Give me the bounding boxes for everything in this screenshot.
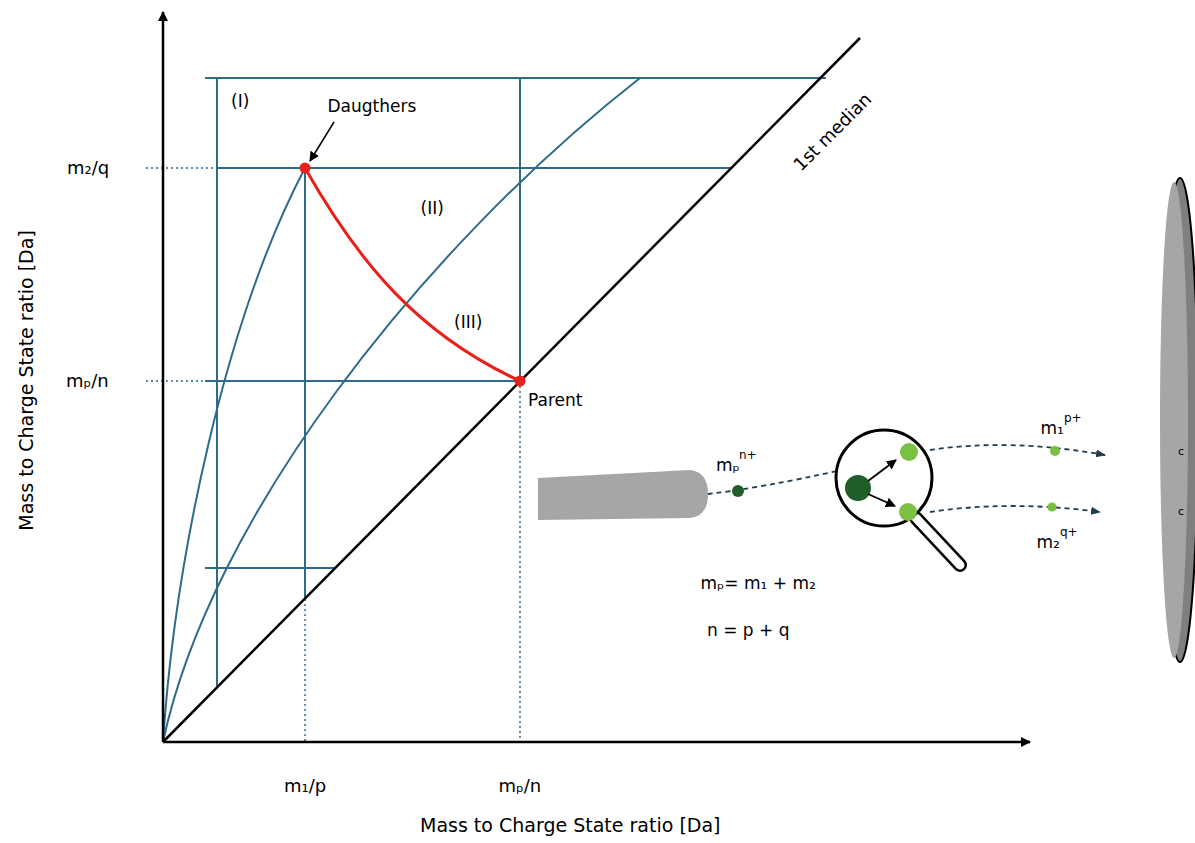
- pointer-arrow: [310, 122, 334, 161]
- y-axis: [162, 12, 165, 742]
- parent-ion: [845, 475, 871, 501]
- ion-label: mₚ: [713, 455, 743, 476]
- region-label: (I): [228, 91, 252, 112]
- ion-label: m₂: [1034, 532, 1063, 553]
- ion-label: m₁: [1038, 418, 1067, 439]
- point-label: Daugthers: [325, 96, 420, 117]
- magnifier-lens: [836, 430, 932, 526]
- point-label: Parent: [525, 390, 585, 411]
- daughter-point: [300, 163, 311, 174]
- equation: mₚ= m₁ + m₂: [698, 573, 819, 594]
- axis-title: Mass to Charge State ratio [Da]: [15, 227, 38, 533]
- magnifier-handle: [916, 518, 960, 565]
- tick-label: mₚ/n: [496, 775, 545, 797]
- parent-ion: [732, 485, 744, 497]
- median-line: [163, 38, 860, 742]
- decay-curve: [305, 168, 520, 381]
- tick-label: m₂/q: [64, 157, 112, 179]
- ion-charge: p+: [1061, 411, 1085, 426]
- guide-lines: [146, 168, 520, 742]
- split-arrow: [868, 460, 896, 481]
- split-arrow: [868, 494, 895, 506]
- ion-charge: n+: [736, 448, 760, 463]
- specimen-tip: [538, 470, 708, 520]
- axis-title: Mass to Charge State ratio [Da]: [417, 814, 723, 837]
- daughter-ion: [900, 443, 918, 461]
- detector-mark: c: [1175, 445, 1187, 459]
- parent-point: [515, 376, 526, 387]
- detector-face: [1160, 182, 1188, 658]
- tick-label: mₚ/n: [63, 370, 112, 392]
- daughter-ion: [899, 503, 917, 521]
- equation: n = p + q: [704, 620, 792, 641]
- region-label: (III): [451, 312, 485, 333]
- region-label: (II): [418, 198, 447, 219]
- daughter-ion: [1050, 446, 1060, 456]
- detector-mark: c: [1175, 505, 1187, 519]
- daughter-ion: [1048, 503, 1057, 512]
- ion-charge: q+: [1057, 525, 1081, 540]
- x-axis: [163, 741, 1030, 744]
- magnifier-handle: [916, 518, 960, 565]
- tick-label: m₁/p: [281, 775, 329, 797]
